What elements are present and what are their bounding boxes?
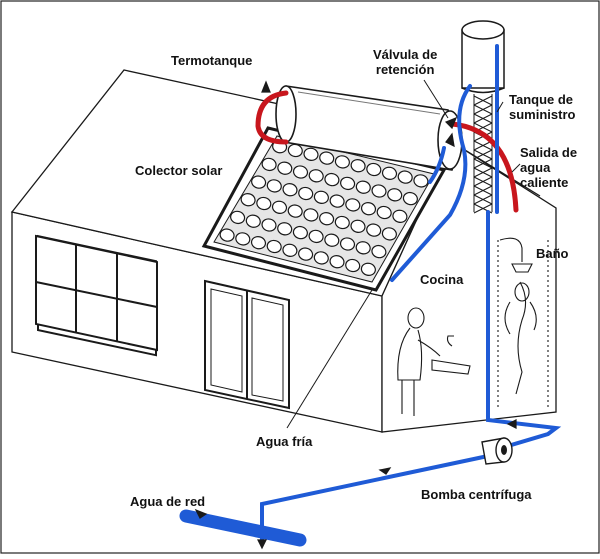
collector-tube [397,170,413,184]
collector-tube [402,191,418,206]
lattice-segment [473,158,493,169]
house-door [204,279,290,410]
collector-tube [303,208,319,222]
lattice-segment [473,104,493,115]
collector-tube [329,255,345,269]
collector-tube [366,223,382,237]
collector-tube [381,227,397,241]
collector-tube [360,202,377,216]
collector-tube [345,258,361,273]
lattice-segment [473,176,493,187]
lattice-segment [473,194,493,205]
collector-tube [381,166,398,180]
collector-tube [334,215,350,230]
collector-tube [392,209,408,223]
collector-tube [245,214,261,228]
collector-tube [329,194,345,208]
centrifugal-pump [481,437,513,465]
collector-tube [287,204,303,218]
collector-tube [313,251,329,265]
collector-tube [308,229,324,244]
collector-tube [266,179,282,193]
collector-tube [340,176,356,191]
water-main-pipe [179,509,307,547]
house-window [35,234,158,352]
kitchen-label: Cocina [420,272,464,287]
centrifugal-pump-label: Bomba centrífuga [421,487,532,502]
collector-tube [261,218,277,232]
collector-tube [292,165,309,179]
collector-tube [282,243,298,257]
supply-tank-label: Tanque de suministro [509,92,576,122]
collector-tube [355,180,371,194]
collector-tube [261,157,277,172]
collector-tube [308,169,324,183]
collector-tube [324,233,340,247]
collector-tube [219,228,235,242]
collector-tube [282,183,298,197]
lattice-segment [473,149,493,160]
lattice-segment [473,185,493,196]
flow-arrows [194,80,517,550]
cold-water-label: Agua fría [256,434,313,449]
leader-lines [286,79,521,429]
collector-tube [303,147,319,161]
lattice-segment [473,95,493,106]
tank-support-tower [473,94,493,214]
lattice-segment [473,113,493,124]
collector-tube [271,200,288,214]
collector-tube [230,210,246,225]
collector-tube [250,236,267,250]
hot-water-outlet-label: Salida de agua caliente [520,145,578,190]
collector-tube [360,262,376,276]
lattice-segment [473,167,493,178]
check-valve-label: Válvula de retención [373,47,438,77]
collector-tube [319,212,335,226]
collector-tube [277,222,293,236]
collector-tube [298,247,314,261]
collector-tube [371,184,387,198]
collector-tube [355,241,371,255]
lattice-segment [473,140,493,151]
collector-tube [240,193,256,207]
collector-tube [413,174,429,188]
collector-tube [235,232,251,246]
collector-tube [251,175,267,189]
collector-tube [334,155,350,169]
collector-tube-grid [219,140,429,276]
bathroom-shower [497,237,549,410]
solar-collector-label: Colector solar [135,163,223,178]
collector-tube [266,239,282,254]
collector-tube [324,172,340,187]
mains-water-label: Agua de red [130,494,206,509]
collector-tube [376,205,392,220]
collector-tube [350,219,366,233]
collector-tube [371,244,387,259]
collector-tube [345,198,361,212]
kitchen-person [397,307,471,416]
collector-tube [292,225,308,240]
collector-tube [387,188,403,202]
collector-tube [313,190,329,204]
termotanque-label: Termotanque [171,53,253,68]
collector-tube [277,161,293,175]
collector-tube [366,162,382,177]
collector-tube [298,186,314,201]
collector-tube [350,159,366,173]
bathroom-label: Baño [536,246,569,261]
collector-tube [319,151,335,165]
collector-tube [339,237,356,251]
collector-tube [256,196,272,211]
